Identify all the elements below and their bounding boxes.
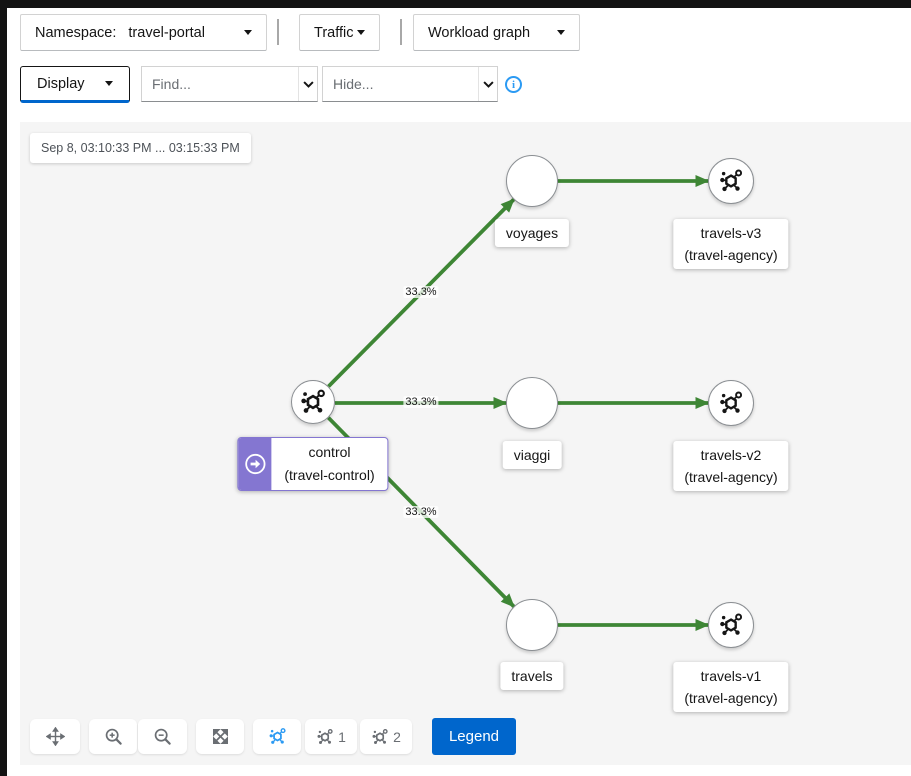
node-title: voyages [506,225,558,241]
expand-arrows-icon [211,727,230,746]
node-title: travels-v3 [701,225,762,241]
display-label: Display [37,76,85,92]
node-subtitle: (travel-agency) [684,469,777,485]
workload-mesh-icon [718,612,744,638]
node-subtitle: (travel-agency) [684,247,777,263]
edge-label-control-viaggi[interactable]: 33.3% [403,396,438,408]
workload-mesh-icon [718,168,744,194]
layout-default-button[interactable] [253,719,301,754]
node-travels-label[interactable]: travels [500,662,563,690]
node-travels-v3[interactable] [708,158,754,204]
node-title: travels-v1 [701,668,762,684]
chevron-down-icon [483,81,494,88]
zoom-in-button[interactable] [89,719,137,754]
mesh-graph-icon [371,728,389,746]
layout-2-button[interactable]: 2 [360,719,412,754]
layout-2-label: 2 [393,729,401,745]
mesh-graph-icon [268,727,287,746]
root-badge [238,438,271,490]
edge-label-control-voyages[interactable]: 33.3% [403,286,438,298]
namespace-label: Namespace: [35,25,116,41]
time-range-badge: Sep 8, 03:10:33 PM ... 03:15:33 PM [30,133,251,163]
node-voyages[interactable] [506,155,558,207]
node-travels-v1[interactable] [708,602,754,648]
traffic-dropdown[interactable]: Traffic [299,14,380,51]
node-subtitle: (travel-control) [284,467,374,483]
chevron-down-icon [303,81,314,88]
pan-arrows-icon [46,727,65,746]
info-icon[interactable]: i [505,76,522,93]
node-viaggi[interactable] [506,377,558,429]
node-control-label[interactable]: control (travel-control) [237,437,388,491]
node-travels[interactable] [506,599,558,651]
mesh-graph-icon [316,728,334,746]
fit-to-screen-button[interactable] [196,719,244,754]
toolbar-divider [277,19,279,45]
node-title: control [308,444,350,460]
workload-mesh-icon [299,388,327,416]
find-combo [141,66,318,102]
edge-label-control-travels[interactable]: 33.3% [403,506,438,518]
graph-type-dropdown[interactable]: Workload graph [413,14,580,51]
left-chrome-bar [0,0,7,776]
chevron-down-icon [357,30,365,35]
toolbar-divider [400,19,402,45]
node-control-text: control (travel-control) [271,438,387,490]
node-voyages-label[interactable]: voyages [495,219,569,247]
legend-button[interactable]: Legend [432,718,516,755]
layout-1-label: 1 [338,729,346,745]
graph-type-label: Workload graph [428,25,530,41]
node-travels-v2[interactable] [708,380,754,426]
node-travels-v1-label[interactable]: travels-v1 (travel-agency) [673,662,788,712]
chevron-down-icon [105,81,113,86]
hide-input[interactable] [323,67,478,101]
zoom-in-icon [104,727,123,746]
node-travels-v3-label[interactable]: travels-v3 (travel-agency) [673,219,788,269]
find-options-select[interactable] [298,67,317,101]
display-dropdown[interactable]: Display [20,66,130,103]
node-travels-v2-label[interactable]: travels-v2 (travel-agency) [673,441,788,491]
pan-button[interactable] [30,719,80,754]
chevron-down-icon [557,30,565,35]
node-subtitle: (travel-agency) [684,690,777,706]
namespace-value: travel-portal [128,25,205,41]
traffic-label: Traffic [314,25,353,41]
node-title: viaggi [514,447,551,463]
node-title: travels [511,668,552,684]
namespace-dropdown[interactable]: Namespace: travel-portal [20,14,267,51]
arrow-right-circle-icon [244,453,266,475]
node-control[interactable] [291,380,335,424]
find-input[interactable] [142,67,298,101]
hide-options-select[interactable] [478,67,497,101]
workload-mesh-icon [718,390,744,416]
zoom-out-button[interactable] [138,719,187,754]
layout-1-button[interactable]: 1 [305,719,357,754]
node-viaggi-label[interactable]: viaggi [503,441,562,469]
hide-combo [322,66,498,102]
graph-canvas[interactable]: Sep 8, 03:10:33 PM ... 03:15:33 PM 33.3%… [20,122,911,765]
zoom-out-icon [153,727,172,746]
top-chrome-bar [0,0,911,8]
node-title: travels-v2 [701,447,762,463]
chevron-down-icon [244,30,252,35]
